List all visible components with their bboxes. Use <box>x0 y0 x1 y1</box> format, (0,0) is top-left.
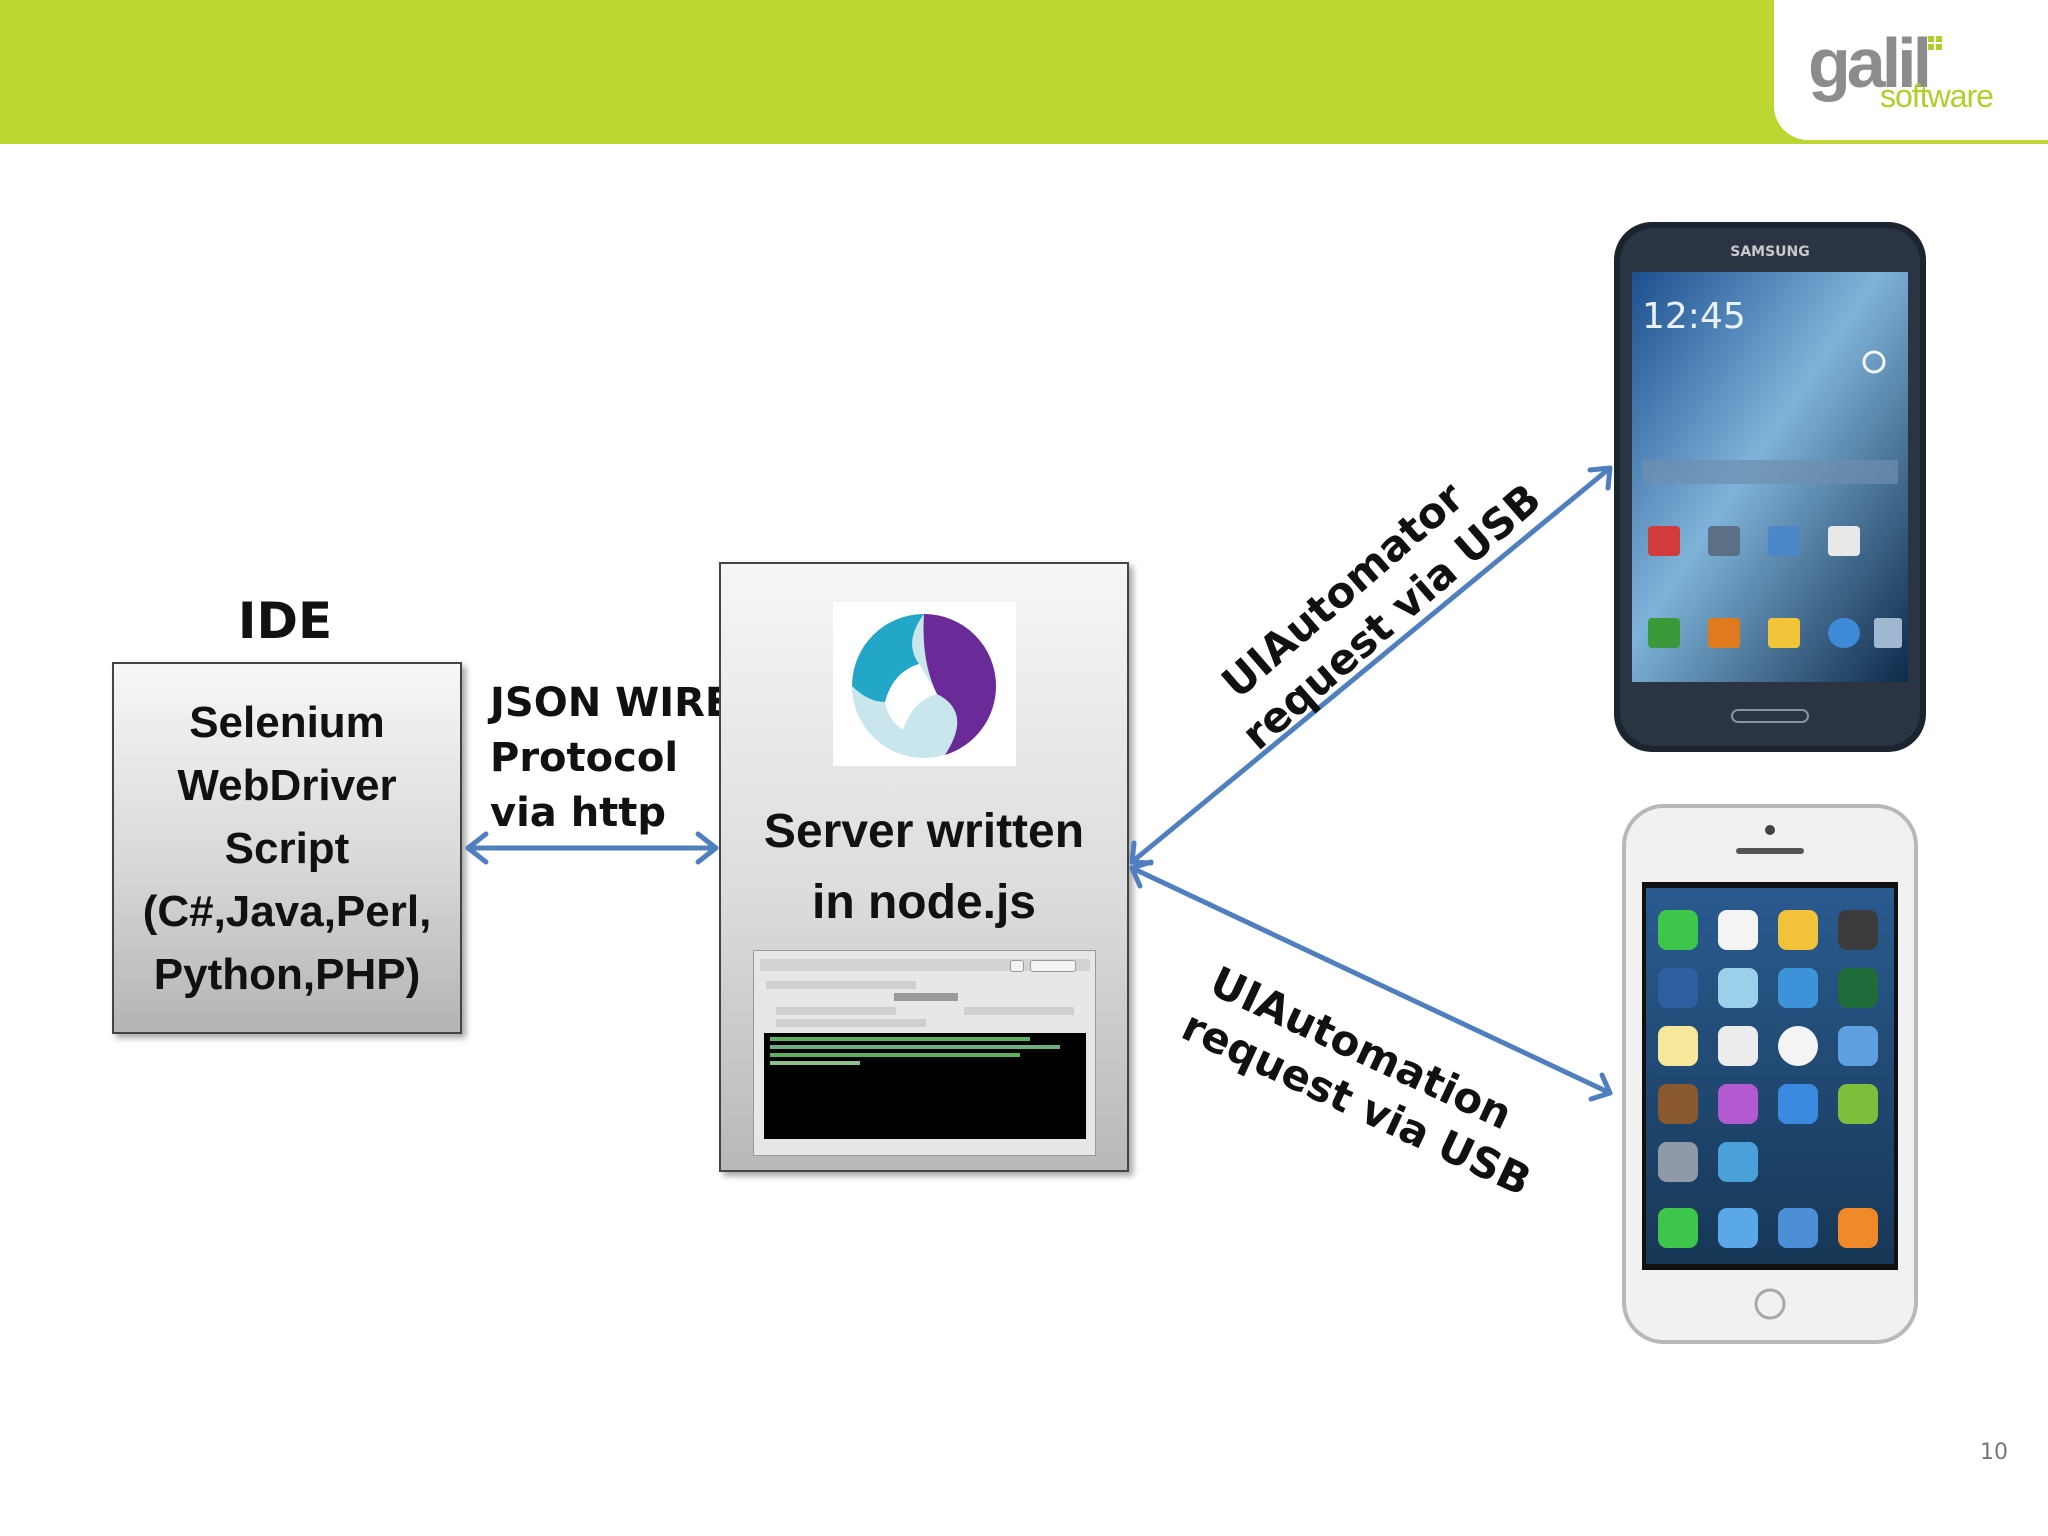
samsung-apps-icon <box>1768 526 1800 556</box>
internet-icon <box>1828 618 1860 648</box>
logo-dots-icon <box>1928 36 1942 50</box>
calendar-icon <box>1718 910 1758 950</box>
server-line: in node.js <box>811 876 1036 929</box>
arrowhead-right <box>695 831 719 865</box>
weather-sun-icon <box>1862 350 1886 374</box>
notes-icon <box>1658 1026 1698 1066</box>
reminders-icon <box>1718 1026 1758 1066</box>
clock-icon <box>1778 1026 1818 1066</box>
logo-software-text: software <box>1880 78 1994 114</box>
itunes-icon <box>1718 1084 1758 1124</box>
home-button <box>1754 1288 1786 1320</box>
appium-app-icon <box>1718 1142 1758 1182</box>
server-label: Server written in node.js <box>721 796 1127 938</box>
newsstand-icon <box>1658 1084 1698 1124</box>
samsung-phone-image: SAMSUNG 12:45 <box>1614 222 1926 752</box>
screenshot-button <box>1010 960 1024 972</box>
console-line <box>770 1045 1060 1049</box>
screenshot-button <box>1030 960 1076 972</box>
appium-window-screenshot <box>753 950 1096 1156</box>
appium-logo-icon <box>833 602 1016 766</box>
screenshot-row <box>894 993 958 1001</box>
screenshot-row <box>776 1019 926 1027</box>
messaging-icon <box>1768 618 1800 648</box>
messages-icon <box>1658 910 1698 950</box>
phone-icon <box>1648 618 1680 648</box>
screenshot-row <box>766 981 916 989</box>
safari-icon <box>1778 1208 1818 1248</box>
samsung-brand: SAMSUNG <box>1730 244 1810 260</box>
arrowhead-left <box>465 831 489 865</box>
protocol-line: Protocol <box>490 735 679 781</box>
protocol-line: JSON WIRE <box>490 680 733 726</box>
uiautomation-arrow <box>1129 865 1613 1096</box>
ide-line: Script <box>224 823 350 873</box>
ide-script-box: Selenium WebDriver Script (C#,Java,Perl,… <box>112 662 462 1034</box>
console-line <box>770 1053 1020 1057</box>
ide-line: Selenium <box>189 697 385 747</box>
photos-icon <box>1778 910 1818 950</box>
screenshot-row <box>776 1007 896 1015</box>
logo-galil-text: galil <box>1808 24 1932 102</box>
weather-icon <box>1778 968 1818 1008</box>
arrowhead-ios <box>1588 1072 1613 1102</box>
protocol-line: via http <box>490 790 667 836</box>
play-store-icon <box>1828 526 1860 556</box>
screenshot-console <box>764 1033 1086 1139</box>
ide-line: (C#,Java,Perl, <box>142 886 432 936</box>
music-icon <box>1838 1208 1878 1248</box>
app-store-icon <box>1778 1084 1818 1124</box>
game-center-icon <box>1838 1084 1878 1124</box>
ide-line: Python,PHP) <box>153 949 421 999</box>
screenshot-row <box>964 1007 1074 1015</box>
arrowhead-android <box>1587 465 1613 491</box>
protocol-label: JSON WIRE Protocol via http <box>490 676 732 841</box>
mail-icon <box>1718 1208 1758 1248</box>
ide-line: WebDriver <box>177 760 397 810</box>
camera-icon <box>1838 910 1878 950</box>
search-bar <box>1642 460 1898 484</box>
gmail-icon <box>1648 526 1680 556</box>
home-button <box>1731 709 1809 723</box>
contacts-icon <box>1708 618 1740 648</box>
settings-icon <box>1658 1142 1698 1182</box>
console-line <box>770 1037 1030 1041</box>
console-line <box>770 1061 860 1065</box>
logo-panel <box>1774 0 2048 140</box>
uiautomator-arrow <box>1129 465 1613 865</box>
iphone-image <box>1622 804 1918 1344</box>
arrowhead-server-bottom <box>1129 859 1154 889</box>
lockscreen-time: 12:45 <box>1642 296 1746 337</box>
passbook-icon <box>1838 968 1878 1008</box>
stocks-icon <box>1838 1026 1878 1066</box>
page-number: 10 <box>1980 1440 2008 1465</box>
maps-icon <box>1718 968 1758 1008</box>
server-box: Server written in node.js <box>719 562 1129 1172</box>
ide-title: IDE <box>237 592 333 650</box>
screenshot-toolbar <box>760 959 1090 971</box>
videos-icon <box>1658 968 1698 1008</box>
server-line: Server written <box>763 805 1085 858</box>
camera-icon <box>1708 526 1740 556</box>
header-bar <box>0 0 2048 144</box>
apps-grid-icon <box>1874 618 1902 648</box>
phone-icon <box>1658 1208 1698 1248</box>
